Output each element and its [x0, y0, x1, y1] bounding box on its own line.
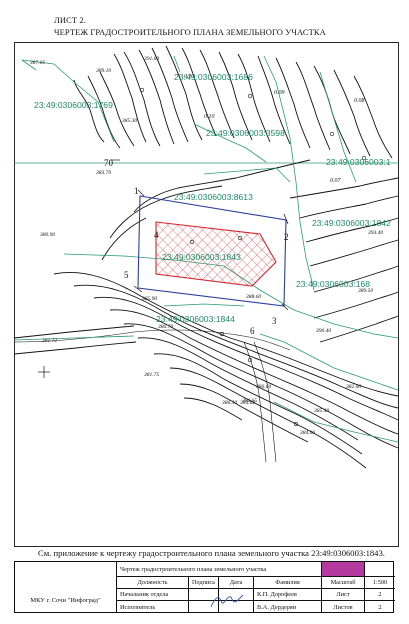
svg-text:389.10: 389.10: [95, 68, 111, 74]
zone-number: 0.12: [184, 74, 195, 80]
svg-text:391.60: 391.60: [143, 56, 159, 62]
cadastral-label-1844: 23:49:0306003:1844: [156, 314, 235, 324]
land-parcel-boundary: [155, 221, 277, 287]
site-plan-map[interactable]: 387.05 389.10 391.60 385.30 383.79 380.9…: [14, 42, 399, 547]
point-label-1: 1: [134, 186, 139, 196]
svg-text:388.60: 388.60: [245, 294, 261, 300]
row1-value: 2: [364, 588, 395, 600]
point-labels: 70 1 2 3 4 5 6: [104, 158, 289, 336]
row1-signature: [188, 588, 218, 600]
svg-text:389.50: 389.50: [357, 288, 373, 294]
row1-field: Лист: [321, 588, 364, 600]
zone-number: 0.08: [354, 98, 365, 104]
cadastral-label-1: 23:49:0306003:1: [326, 157, 391, 167]
handwritten-signature: [210, 594, 244, 608]
cadastral-label-1769: 23:49:0306003:1769: [34, 100, 113, 110]
organization-name: МКУ г. Сочи "Инфоград": [30, 597, 101, 604]
col-surname: Фамилия: [253, 576, 321, 588]
sheet-number: ЛИСТ 2.: [54, 15, 86, 25]
row2-surname: В.А. Дердерян: [253, 600, 321, 613]
title-block: МКУ г. Сочи "Инфоград" Чертеж градострои…: [14, 561, 395, 613]
cadastral-labels: 23:49:0306003:1686 23:49:0306003:1769 23…: [34, 72, 391, 324]
svg-text:381.72: 381.72: [41, 338, 57, 344]
svg-text:393.40: 393.40: [367, 229, 383, 236]
row1-position: Начальник отдела: [116, 588, 188, 600]
svg-text:381.75: 381.75: [143, 372, 159, 378]
svg-text:380.90: 380.90: [39, 232, 55, 238]
svg-text:380.65: 380.65: [241, 398, 257, 404]
cadastral-label-8613: 23:49:0306003:8613: [174, 192, 253, 202]
stamp-empty-cell: [364, 562, 395, 576]
svg-text:386.30: 386.30: [221, 400, 237, 406]
col-date: Дата: [218, 576, 253, 588]
row2-value: 2: [364, 600, 395, 613]
cadastral-label-1843: 23:49:0306003:1843: [162, 252, 241, 262]
cadastral-label-3598: 23:49:0306003:3598: [206, 128, 285, 138]
zone-numbers: 0.12 0.10 0.09 0.08 0.07: [184, 74, 365, 184]
svg-text:390.40: 390.40: [315, 327, 331, 334]
stamp-doc-title: Чертеж градостроительного плана земельно…: [116, 562, 321, 576]
col-scale: Масштаб: [321, 576, 364, 588]
point-label-70: 70: [104, 158, 114, 168]
drawing-title: ЧЕРТЕЖ ГРАДОСТРОИТЕЛЬНОГО ПЛАНА ЗЕМЕЛЬНО…: [54, 27, 326, 37]
row2-signature: [188, 600, 218, 613]
cadastral-label-1842: 23:49:0306003:1842: [312, 218, 391, 228]
svg-text:386.60: 386.60: [255, 384, 271, 390]
col-position: Должность: [116, 576, 188, 588]
row2-date: [218, 600, 253, 613]
zone-number: 0.09: [274, 90, 285, 96]
zone-number: 0.07: [330, 178, 342, 184]
col-signature: Подпись: [188, 576, 218, 588]
contour-lines: [14, 45, 399, 469]
row2-field: Листов: [321, 600, 364, 613]
stamp-color-marker: [321, 562, 364, 576]
map-frame: [14, 42, 399, 547]
row2-position: Исполнитель: [116, 600, 188, 613]
svg-text:385.30: 385.30: [121, 118, 137, 124]
cadastral-label-168: 23:49:0306003:168: [296, 279, 370, 289]
zone-number: 0.10: [204, 114, 215, 120]
point-label-4: 4: [154, 230, 159, 240]
point-label-5: 5: [124, 270, 129, 280]
appendix-note: См. приложение к чертежу градостроительн…: [38, 548, 385, 558]
point-label-3: 3: [272, 316, 277, 326]
svg-text:386.70: 386.70: [157, 324, 173, 330]
point-label-2: 2: [284, 232, 289, 242]
road: [14, 329, 291, 463]
svg-text:383.79: 383.79: [95, 170, 111, 176]
cadastral-label-1686: 23:49:0306003:1686: [174, 72, 253, 82]
survey-points: [38, 87, 367, 427]
svg-text:385.40: 385.40: [313, 407, 329, 414]
svg-text:384.62: 384.62: [239, 399, 255, 406]
svg-text:387.05: 387.05: [29, 60, 45, 66]
row1-date: [218, 588, 253, 600]
elevation-marks: 387.05 389.10 391.60 385.30 383.79 380.9…: [29, 56, 383, 436]
svg-text:382.60: 382.60: [345, 384, 361, 390]
svg-text:385.90: 385.90: [141, 296, 157, 302]
scale-value: 1:500: [364, 576, 395, 588]
row1-surname: К.П. Дорофеев: [253, 588, 321, 600]
cadastral-boundaries: [14, 55, 399, 443]
point-label-6: 6: [250, 326, 255, 336]
svg-text:384.06: 384.06: [299, 429, 315, 436]
